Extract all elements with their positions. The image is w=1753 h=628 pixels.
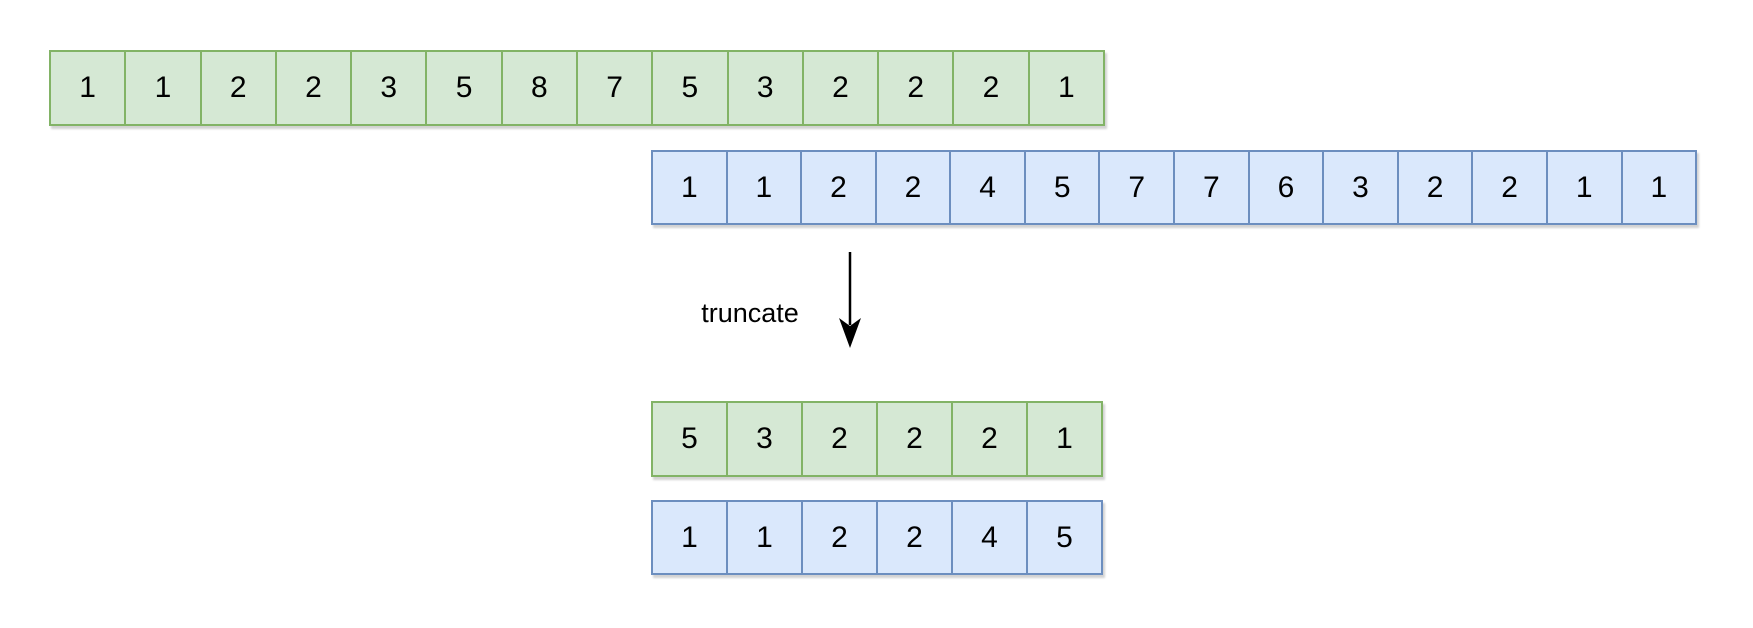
array-cell: 1 bbox=[124, 52, 199, 124]
array-cell: 2 bbox=[1396, 152, 1472, 223]
array-cell: 3 bbox=[350, 52, 425, 124]
array-cell: 3 bbox=[726, 52, 802, 124]
array-cell: 2 bbox=[876, 502, 951, 573]
array-cell: 5 bbox=[651, 52, 726, 124]
array-cell: 2 bbox=[874, 152, 950, 223]
array-cell: 1 bbox=[1620, 152, 1696, 223]
array-cell: 2 bbox=[877, 52, 952, 124]
array-cell: 1 bbox=[1545, 152, 1621, 223]
array-cell: 7 bbox=[1173, 152, 1248, 223]
array-cell: 2 bbox=[801, 403, 876, 475]
array-cell: 6 bbox=[1247, 152, 1323, 223]
array-cell: 3 bbox=[1322, 152, 1397, 223]
array-cell: 7 bbox=[575, 52, 651, 124]
array-cell: 1 bbox=[726, 502, 801, 573]
array-cell: 2 bbox=[951, 403, 1026, 475]
array-cell: 5 bbox=[1026, 502, 1101, 573]
down-arrow-icon bbox=[839, 252, 861, 348]
array-cell: 2 bbox=[1471, 152, 1546, 223]
array-cell: 2 bbox=[801, 52, 877, 124]
array-cell: 2 bbox=[274, 52, 350, 124]
array-cell: 1 bbox=[725, 152, 801, 223]
array-cell: 1 bbox=[1026, 403, 1101, 475]
array-cell: 4 bbox=[951, 502, 1026, 573]
array-cell: 2 bbox=[800, 152, 875, 223]
array-cell: 1 bbox=[681, 520, 698, 554]
array-cell: 5 bbox=[425, 52, 500, 124]
array-cell: 5 bbox=[1023, 152, 1099, 223]
array-cell: 5 bbox=[681, 422, 698, 455]
array-cell: 7 bbox=[1098, 152, 1173, 223]
array-cell: 8 bbox=[500, 52, 576, 124]
array-cell: 2 bbox=[801, 502, 876, 573]
array-cell: 4 bbox=[949, 152, 1024, 223]
array-cell: 3 bbox=[726, 403, 801, 475]
array-cell: 1 bbox=[680, 170, 698, 204]
array-cell: 2 bbox=[876, 403, 951, 475]
array-cell: 1 bbox=[1027, 52, 1103, 124]
array-cell: 2 bbox=[952, 52, 1027, 124]
array-cell: 2 bbox=[199, 52, 275, 124]
array-cell: 1 bbox=[79, 71, 96, 104]
truncate-label: truncate bbox=[701, 298, 799, 328]
